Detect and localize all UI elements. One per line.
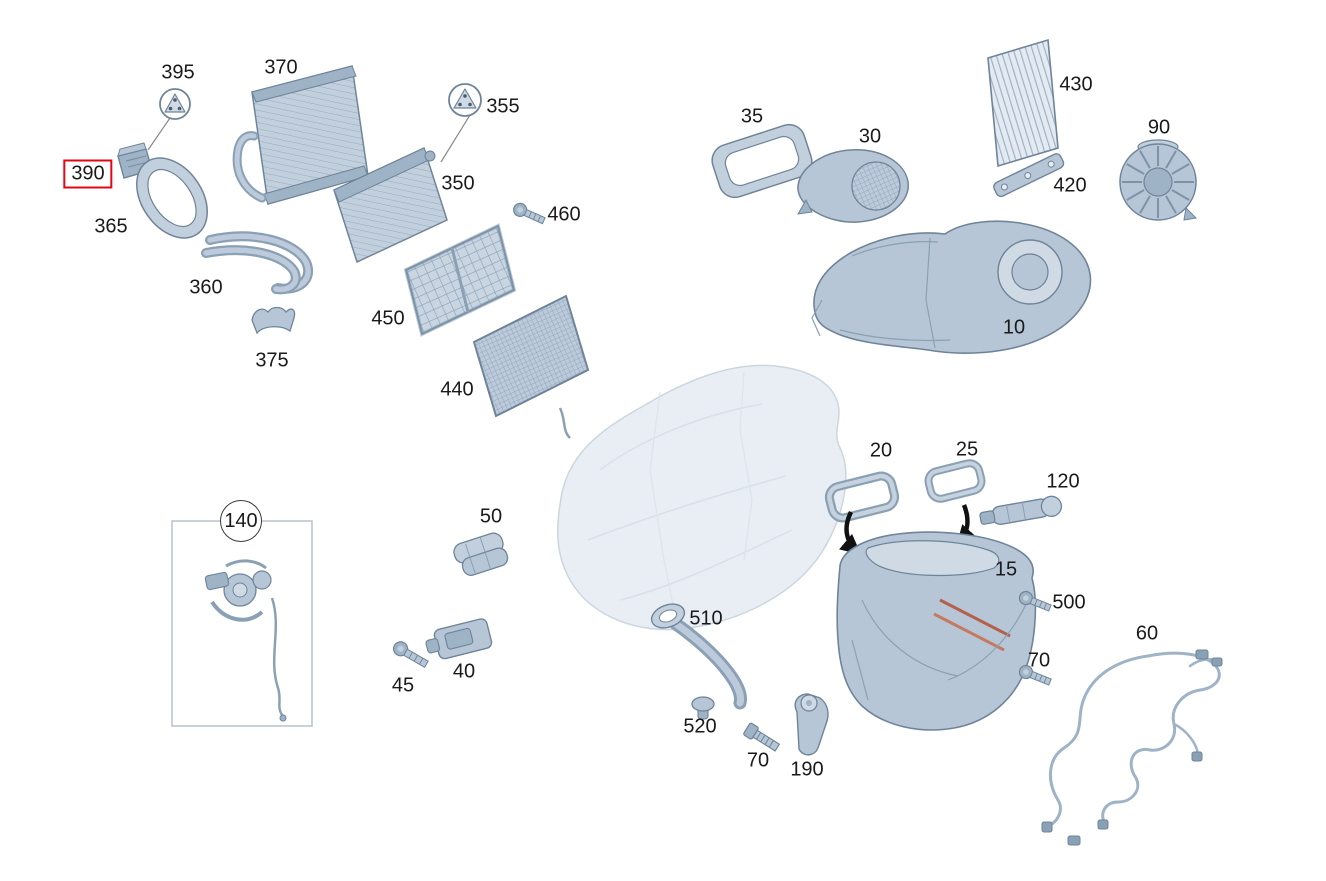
part-500-drawing bbox=[1018, 590, 1052, 612]
part-label-395[interactable]: 395 bbox=[161, 61, 195, 84]
part-label-45[interactable]: 45 bbox=[391, 674, 415, 697]
part-10-drawing bbox=[811, 220, 1092, 354]
triangle-assembly-marker-icon bbox=[440, 83, 482, 163]
part-label-370[interactable]: 370 bbox=[264, 56, 298, 79]
part-365-drawing bbox=[136, 157, 208, 239]
part-label-60[interactable]: 60 bbox=[1135, 622, 1159, 645]
part-label-460[interactable]: 460 bbox=[547, 203, 581, 226]
part-370-drawing bbox=[232, 65, 369, 205]
part-label-90[interactable]: 90 bbox=[1147, 116, 1171, 139]
part-35-drawing bbox=[711, 123, 813, 199]
part-label-40[interactable]: 40 bbox=[452, 660, 476, 683]
part-45-drawing bbox=[393, 641, 429, 668]
part-510-drawing bbox=[650, 603, 747, 710]
part-440-drawing bbox=[472, 294, 590, 439]
triangle-assembly-marker-icon bbox=[147, 88, 191, 151]
part-label-25[interactable]: 25 bbox=[955, 438, 979, 461]
part-label-50[interactable]: 50 bbox=[479, 505, 503, 528]
part-420-drawing bbox=[993, 153, 1065, 198]
part-50-drawing bbox=[453, 532, 509, 576]
part-label-350[interactable]: 350 bbox=[441, 172, 475, 195]
part-label-420[interactable]: 420 bbox=[1053, 174, 1087, 197]
part-30-drawing bbox=[797, 149, 909, 223]
part-190-drawing bbox=[794, 693, 829, 756]
part-20-drawing bbox=[824, 471, 900, 523]
part-label-375[interactable]: 375 bbox=[255, 349, 289, 372]
part-label-30[interactable]: 30 bbox=[858, 125, 882, 148]
part-label-365[interactable]: 365 bbox=[94, 215, 128, 238]
part-90-drawing bbox=[1119, 139, 1198, 221]
part-360-drawing bbox=[201, 231, 313, 295]
part-label-355[interactable]: 355 bbox=[486, 95, 520, 118]
part-label-10[interactable]: 10 bbox=[1002, 316, 1026, 339]
part-label-15[interactable]: 15 bbox=[994, 558, 1018, 581]
part-label-190[interactable]: 190 bbox=[790, 758, 824, 781]
part-140-group bbox=[171, 520, 313, 727]
part-430-drawing bbox=[987, 38, 1059, 168]
part-label-120[interactable]: 120 bbox=[1046, 470, 1080, 493]
part-450-drawing bbox=[403, 223, 517, 337]
part-520-drawing bbox=[691, 696, 715, 720]
part-label-430[interactable]: 430 bbox=[1059, 73, 1093, 96]
part-label-35[interactable]: 35 bbox=[740, 105, 764, 128]
part-label-450[interactable]: 450 bbox=[371, 307, 405, 330]
part-label-140[interactable]: 140 bbox=[220, 500, 262, 542]
part-460-drawing bbox=[513, 202, 546, 225]
part-label-70[interactable]: 70 bbox=[1027, 649, 1051, 672]
part-label-70-2[interactable]: 70 bbox=[746, 749, 770, 772]
part-60-drawing bbox=[1041, 649, 1223, 846]
part-25-drawing bbox=[924, 459, 986, 503]
part-label-500[interactable]: 500 bbox=[1052, 591, 1086, 614]
part-120-drawing bbox=[979, 495, 1063, 526]
part-40-drawing bbox=[425, 618, 493, 660]
part-375-drawing bbox=[251, 306, 296, 335]
part-label-20[interactable]: 20 bbox=[869, 439, 893, 462]
part-70-drawing bbox=[743, 722, 781, 752]
part-label-520[interactable]: 520 bbox=[683, 715, 717, 738]
part-140-box bbox=[171, 520, 313, 727]
part-label-360[interactable]: 360 bbox=[189, 276, 223, 299]
part-label-390[interactable]: 390 bbox=[63, 159, 113, 189]
part-350-drawing bbox=[333, 146, 448, 264]
part-70-drawing bbox=[1018, 664, 1052, 686]
part-label-440[interactable]: 440 bbox=[440, 378, 474, 401]
part-label-510[interactable]: 510 bbox=[689, 607, 723, 630]
ghost-housing-drawing bbox=[556, 364, 847, 631]
part-15-drawing bbox=[836, 531, 1037, 731]
part-140-drawing bbox=[204, 559, 287, 722]
